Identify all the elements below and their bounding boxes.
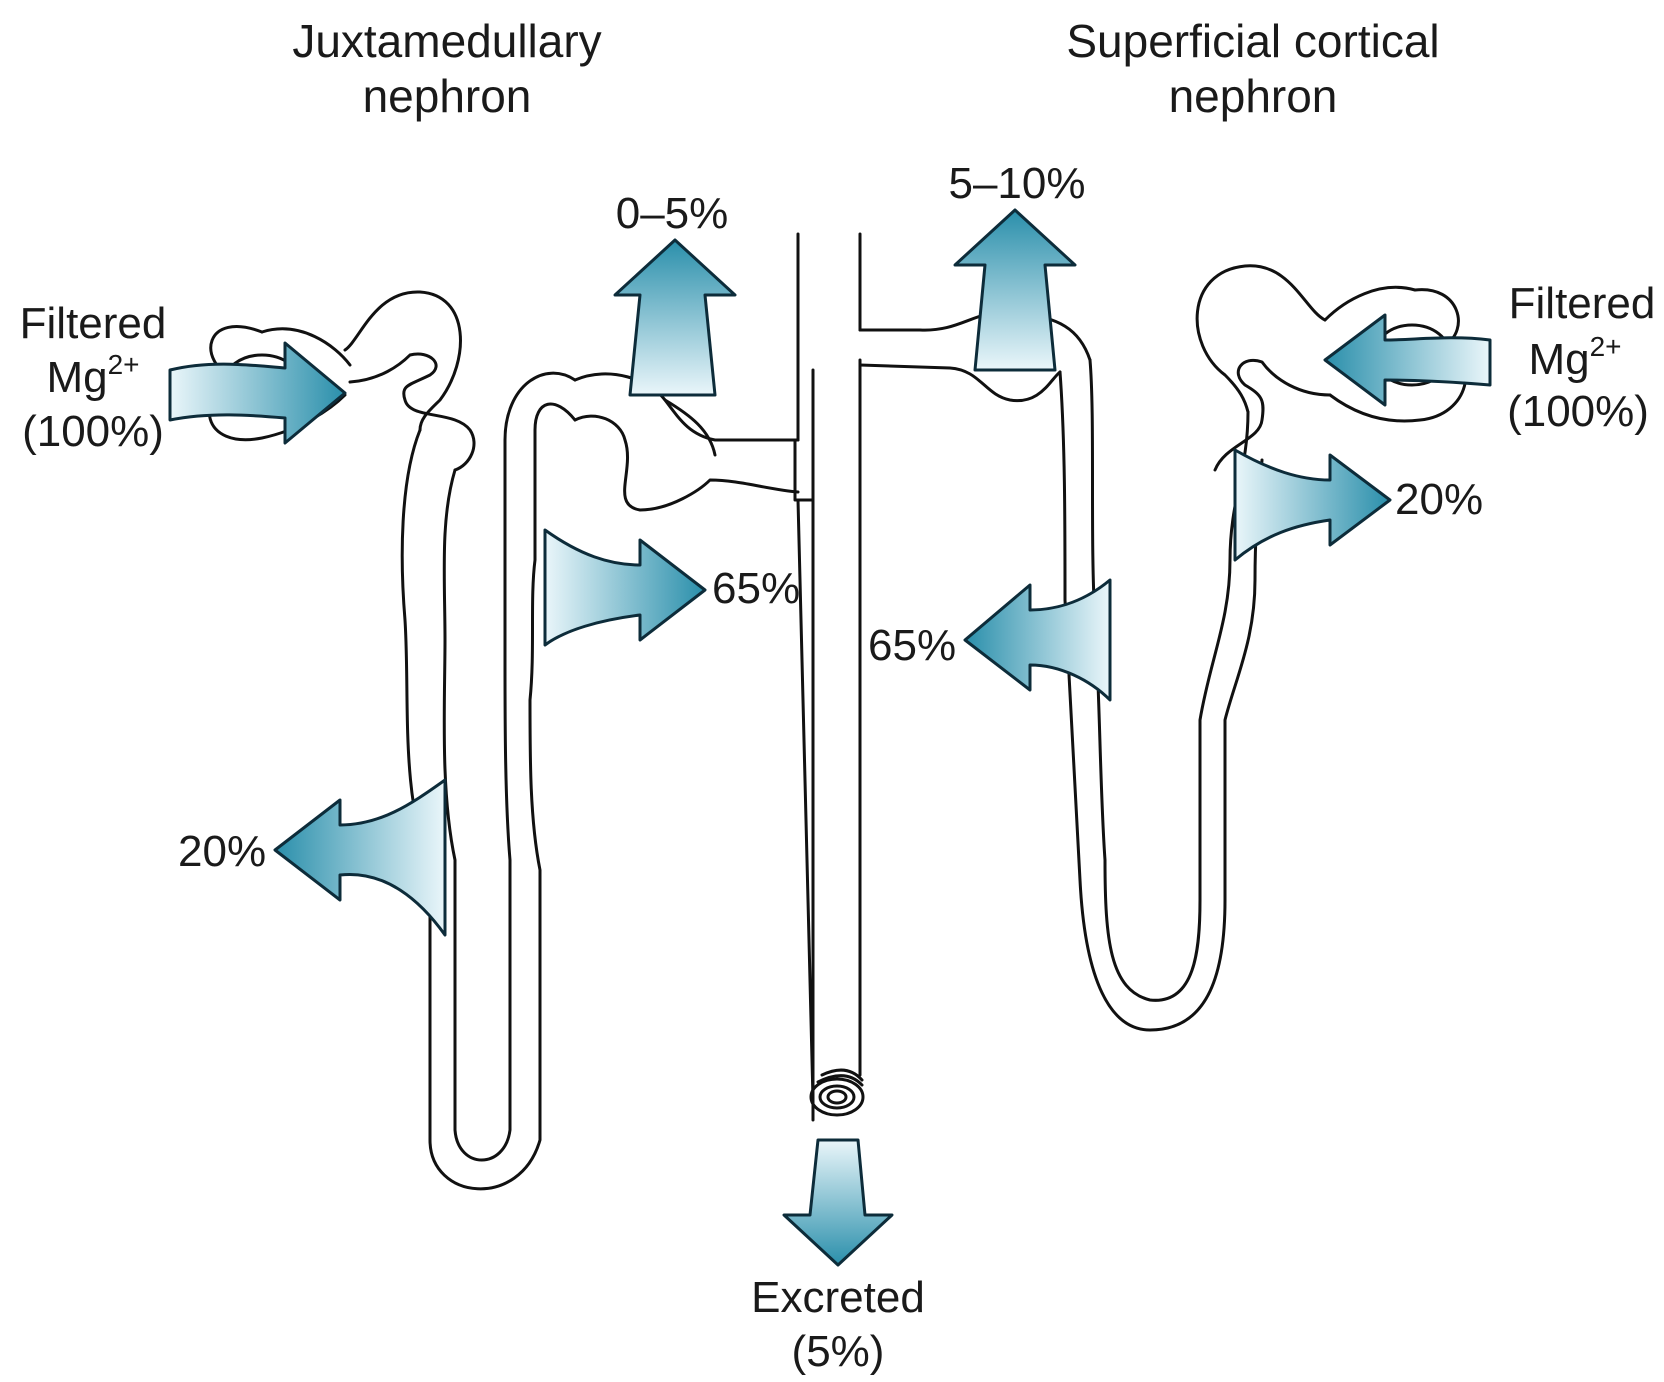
right-filtered-label-line1: Filtered [1509, 279, 1656, 328]
collecting-duct [795, 234, 863, 1120]
left-filtered-label-line1: Filtered [20, 299, 167, 348]
left-filtered-label-line2: Mg2+ [46, 349, 139, 402]
left-distal-up-arrow-icon [615, 240, 735, 395]
left-filtered-arrow-icon [170, 343, 345, 443]
right-filtered-mg: Mg [1528, 335, 1589, 384]
right-filtered-arrow-icon [1325, 315, 1490, 405]
title-superficial-line1: Superficial cortical [1066, 15, 1439, 67]
right-filtered-label-line2: Mg2+ [1528, 331, 1621, 384]
excreted-down-arrow-icon [784, 1140, 892, 1265]
title-juxtamedullary-line2: nephron [363, 70, 532, 122]
left-proximal-label: 65% [712, 564, 800, 613]
right-proximal-label: 65% [868, 621, 956, 670]
right-proximal-arrow-icon [965, 580, 1110, 700]
left-distal-label: 0–5% [616, 189, 729, 238]
right-filtered-charge: 2+ [1590, 331, 1622, 362]
excreted-label-line2: (5%) [792, 1327, 885, 1376]
left-filtered-charge: 2+ [108, 349, 140, 380]
left-proximal-arrow-icon [545, 530, 705, 645]
left-filtered-mg: Mg [46, 353, 107, 402]
title-juxtamedullary-line1: Juxtamedullary [292, 15, 601, 67]
right-distal-up-arrow-icon [955, 210, 1075, 370]
right-loop-arrow-icon [1235, 450, 1390, 560]
title-superficial-line2: nephron [1169, 70, 1338, 122]
left-loop-label: 20% [178, 827, 266, 876]
right-distal-label: 5–10% [948, 159, 1085, 208]
right-loop-label: 20% [1395, 475, 1483, 524]
left-loop-arrow-icon [275, 780, 445, 935]
excreted-label-line1: Excreted [751, 1273, 925, 1322]
right-filtered-label-line3: (100%) [1507, 387, 1649, 436]
left-filtered-label-line3: (100%) [22, 407, 164, 456]
